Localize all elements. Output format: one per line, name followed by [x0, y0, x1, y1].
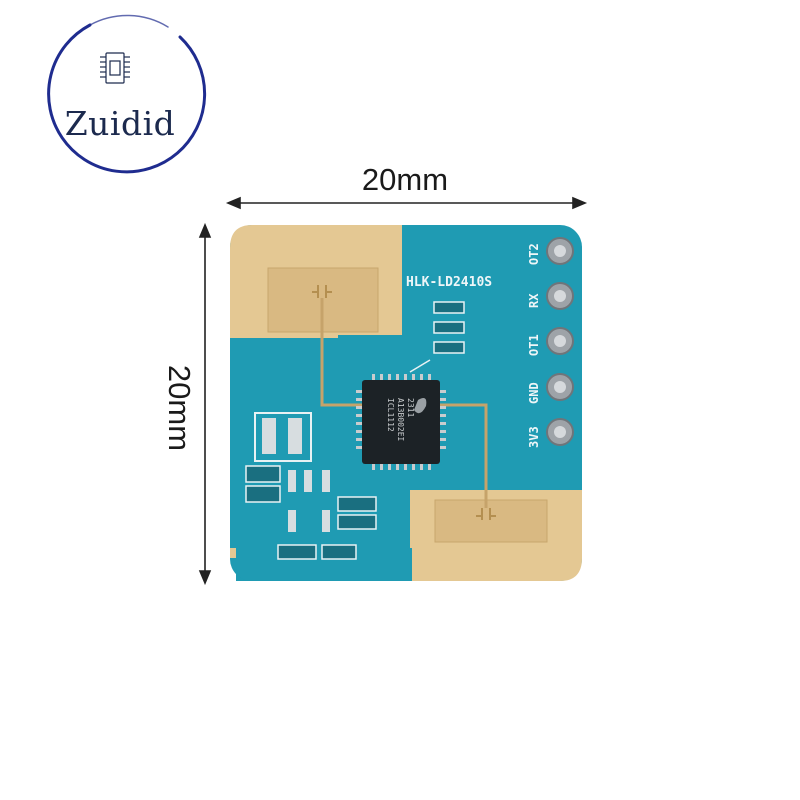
brand-logo — [30, 5, 210, 185]
brand-name: Zuidid — [64, 104, 176, 143]
radar-chip: ICL1112 A13B002EI 2311 — [356, 374, 446, 470]
pin-labels: OT2 RX OT1 GND 3V3 — [527, 243, 541, 448]
logo-ring — [47, 14, 207, 174]
pin-label-ot2: OT2 — [527, 243, 541, 265]
board-model-silkscreen: HLK-LD2410S — [406, 275, 492, 290]
width-dimension-label: 20mm — [361, 162, 449, 197]
pin-label-3v3: 3V3 — [527, 426, 541, 448]
height-dimension-arrow — [198, 222, 212, 586]
chip-marking-line-2: A13B002EI — [396, 398, 405, 442]
pin-label-gnd: GND — [527, 382, 541, 404]
header-pins — [546, 237, 574, 446]
pin-label-rx: RX — [527, 293, 541, 308]
width-dimension-arrow — [225, 196, 588, 210]
feed-trace — [320, 298, 488, 508]
patch-antenna-bottom — [434, 499, 548, 543]
smd-components — [245, 301, 465, 560]
chip-marking-line-3: 2311 — [406, 398, 415, 417]
chip-marking-line-1: ICL1112 — [386, 398, 395, 432]
chip-icon — [100, 52, 130, 84]
pin-label-ot1: OT1 — [527, 334, 541, 356]
